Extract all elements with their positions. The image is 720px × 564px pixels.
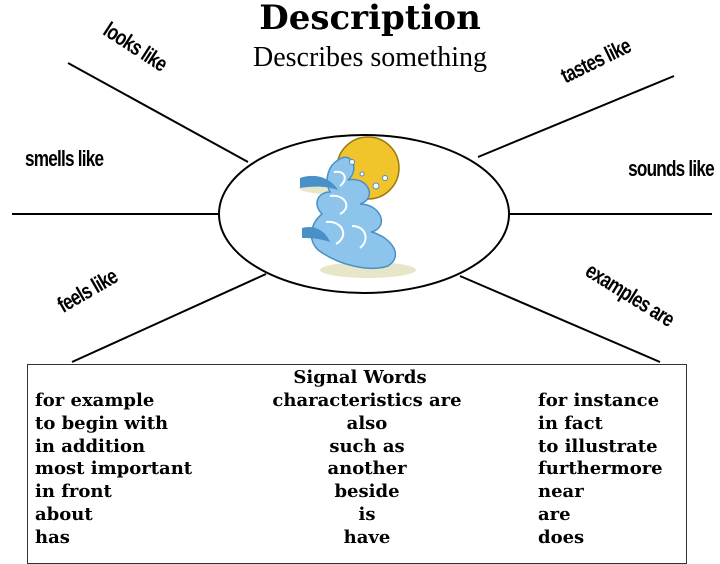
signal-word: furthermore (538, 458, 663, 480)
signal-words-middle-column: characteristics are also such as another… (222, 390, 512, 550)
signal-word: in fact (538, 412, 603, 434)
signal-word: is (358, 503, 376, 525)
signal-word: most important (35, 458, 193, 480)
signal-word: characteristics are (272, 390, 462, 411)
signal-word: to begin with (35, 412, 169, 434)
signal-words-box (27, 364, 687, 564)
page-title: Description (259, 0, 481, 38)
signal-word: to illustrate (538, 435, 658, 457)
spoke-line-tastes (477, 75, 675, 158)
spoke-label-sounds-like: sounds like (628, 156, 715, 181)
spoke-label-smells-like: smells like (25, 146, 104, 171)
signal-words-title: Signal Words (293, 367, 427, 388)
signal-word: beside (334, 481, 400, 503)
signal-word: have (343, 526, 391, 548)
signal-word: does (538, 526, 585, 548)
signal-word: has (35, 526, 70, 548)
signal-word: in front (35, 481, 112, 503)
signal-word: in addition (35, 435, 146, 457)
spoke-line-examples (459, 275, 661, 363)
signal-word: for instance (538, 390, 660, 411)
signal-word: near (538, 481, 584, 503)
page-subtitle: Describes something (252, 42, 488, 73)
sun-and-waves-icon (299, 136, 416, 278)
signal-word: for example (35, 390, 155, 411)
signal-words-right-column: for instance in fact to illustrate furth… (538, 390, 663, 550)
signal-word: also (346, 412, 388, 434)
web-diagram (12, 62, 712, 363)
signal-word: another (327, 458, 407, 480)
signal-word: about (35, 503, 93, 525)
signal-word: are (538, 503, 571, 525)
spoke-line-looks (67, 62, 249, 163)
signal-words-left-column: for example to begin with in addition mo… (35, 390, 192, 550)
spoke-line-feels (71, 273, 267, 363)
signal-word: such as (329, 435, 405, 457)
